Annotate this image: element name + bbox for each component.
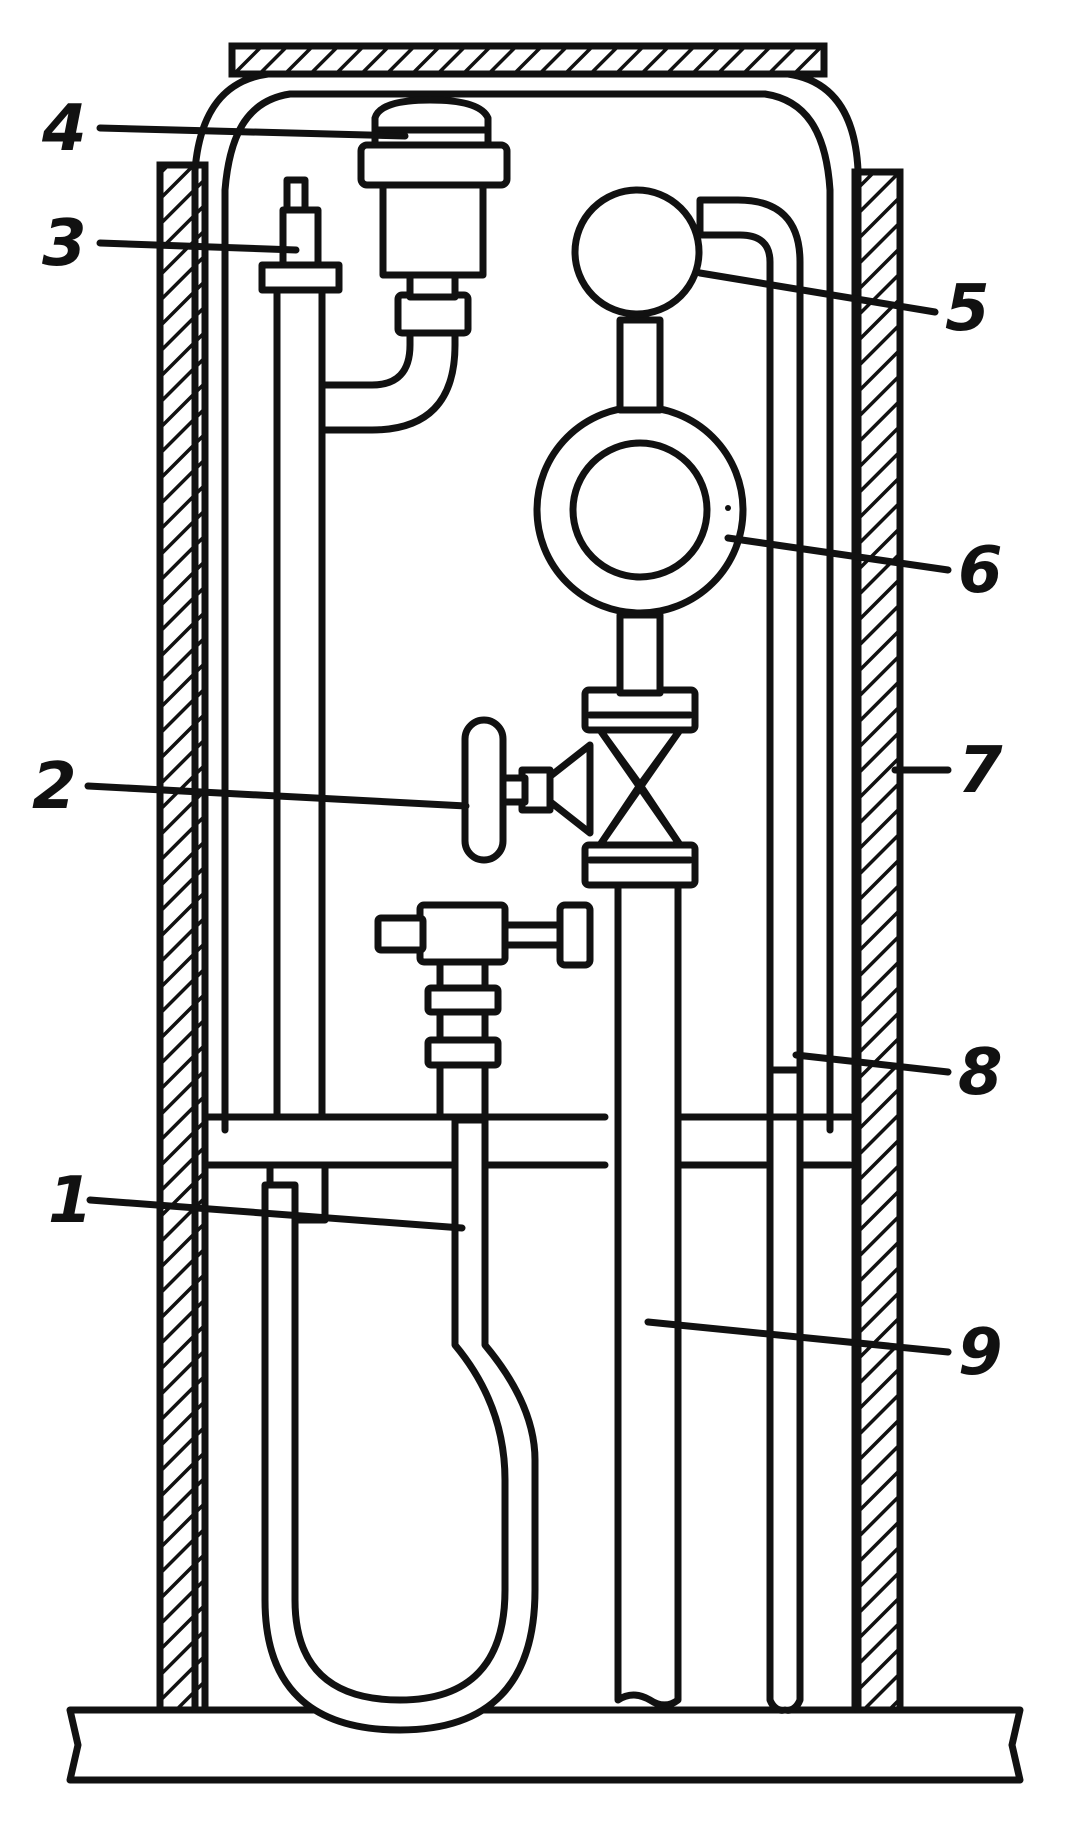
label-1: 1 [48, 1164, 93, 1238]
meter-lower-stem [616, 611, 664, 697]
meter-upper-stem [616, 316, 664, 414]
label-5: 5 [945, 272, 990, 346]
test-cock [374, 901, 594, 1069]
regulator-connector-pipe [318, 271, 472, 434]
label-6: 6 [958, 534, 1003, 608]
mounting-rail [201, 1113, 854, 1169]
label-4: 4 [41, 92, 87, 166]
label-3: 3 [42, 207, 87, 281]
label-8: 8 [958, 1036, 1003, 1110]
shutoff-valve-2 [461, 686, 699, 889]
callout-labels: 4 3 5 6 2 7 8 1 9 [32, 92, 1003, 1390]
label-7: 7 [958, 734, 1003, 808]
valve-3 [258, 176, 343, 294]
gas-meter-6 [533, 403, 747, 617]
label-2: 2 [32, 750, 77, 824]
main-pipe-9 [614, 866, 682, 1709]
base-plate [66, 1706, 1024, 1784]
left-vertical-pipe [266, 286, 329, 1224]
u-siphon-pipe [261, 1116, 539, 1734]
impulse-pipe-8 [696, 196, 804, 1714]
top-cap [228, 42, 828, 78]
siphon-riser [436, 1056, 489, 1121]
gauge-5 [571, 186, 703, 318]
label-9: 9 [958, 1316, 1003, 1390]
leader-lines [84, 124, 952, 1356]
regulator-4 [357, 96, 511, 279]
